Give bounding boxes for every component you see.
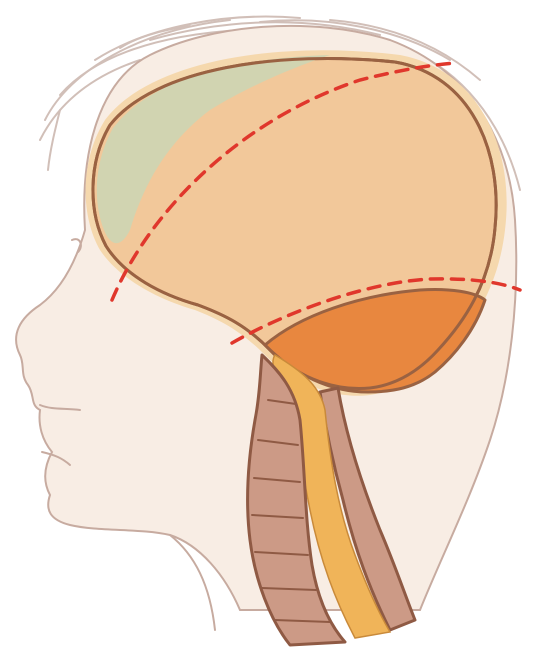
head-cross-section-illustration: [0, 0, 535, 649]
